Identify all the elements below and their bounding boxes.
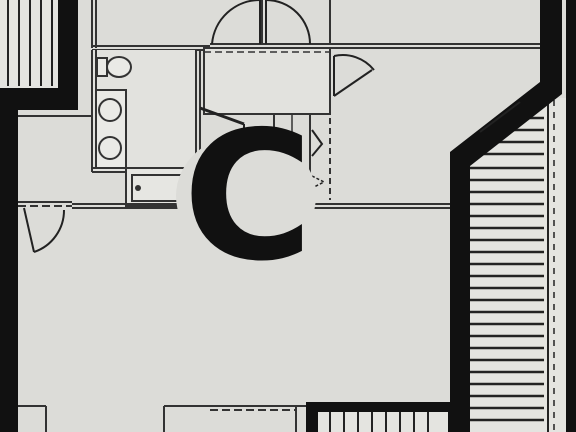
bathroom	[91, 50, 201, 173]
toilet-icon	[96, 56, 132, 78]
letter-backing	[176, 134, 316, 258]
sink-icon	[95, 89, 127, 169]
bottom-stair-landing	[306, 402, 452, 432]
bottom-walls	[18, 405, 310, 432]
right-stairwell	[450, 0, 576, 432]
staircase-icon	[470, 116, 544, 422]
unit-letter: C	[182, 93, 314, 300]
top-left-stairwell	[0, 0, 78, 110]
closet-block	[199, 47, 375, 207]
door-swing-icon	[23, 207, 66, 253]
staircase-icon	[7, 0, 53, 86]
door-swing-icon	[211, 0, 311, 45]
door-swing-icon	[333, 54, 375, 97]
staircase-icon	[329, 412, 429, 432]
left-exterior-wall	[0, 110, 18, 432]
